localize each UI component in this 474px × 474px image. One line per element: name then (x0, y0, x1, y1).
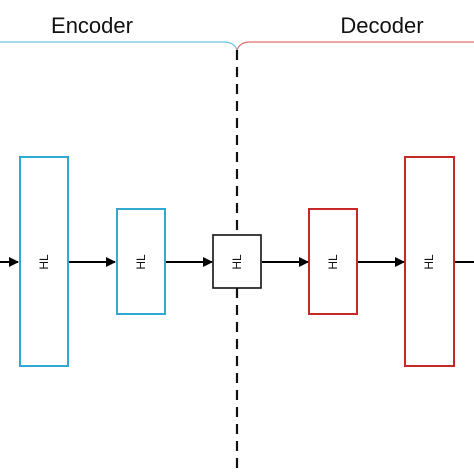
decoder-label: Decoder (340, 13, 423, 38)
decoder-layer-1 (308, 208, 358, 315)
encoder-layer-2-label: HL (134, 254, 148, 270)
decoder-brace (236, 41, 474, 51)
encoder-brace (0, 41, 238, 51)
encoder-layer-1 (19, 156, 69, 367)
encoder-layer-1-label: HL (37, 254, 51, 270)
decoder-layer-2 (404, 156, 455, 367)
encoder-label: Encoder (51, 13, 133, 38)
decoder-layer-2-label: HL (422, 254, 436, 270)
bottleneck-layer (212, 234, 262, 289)
decoder-layer-1-label: HL (326, 254, 340, 270)
bottleneck-layer-label: HL (230, 254, 244, 270)
encoder-layer-2 (116, 208, 166, 315)
